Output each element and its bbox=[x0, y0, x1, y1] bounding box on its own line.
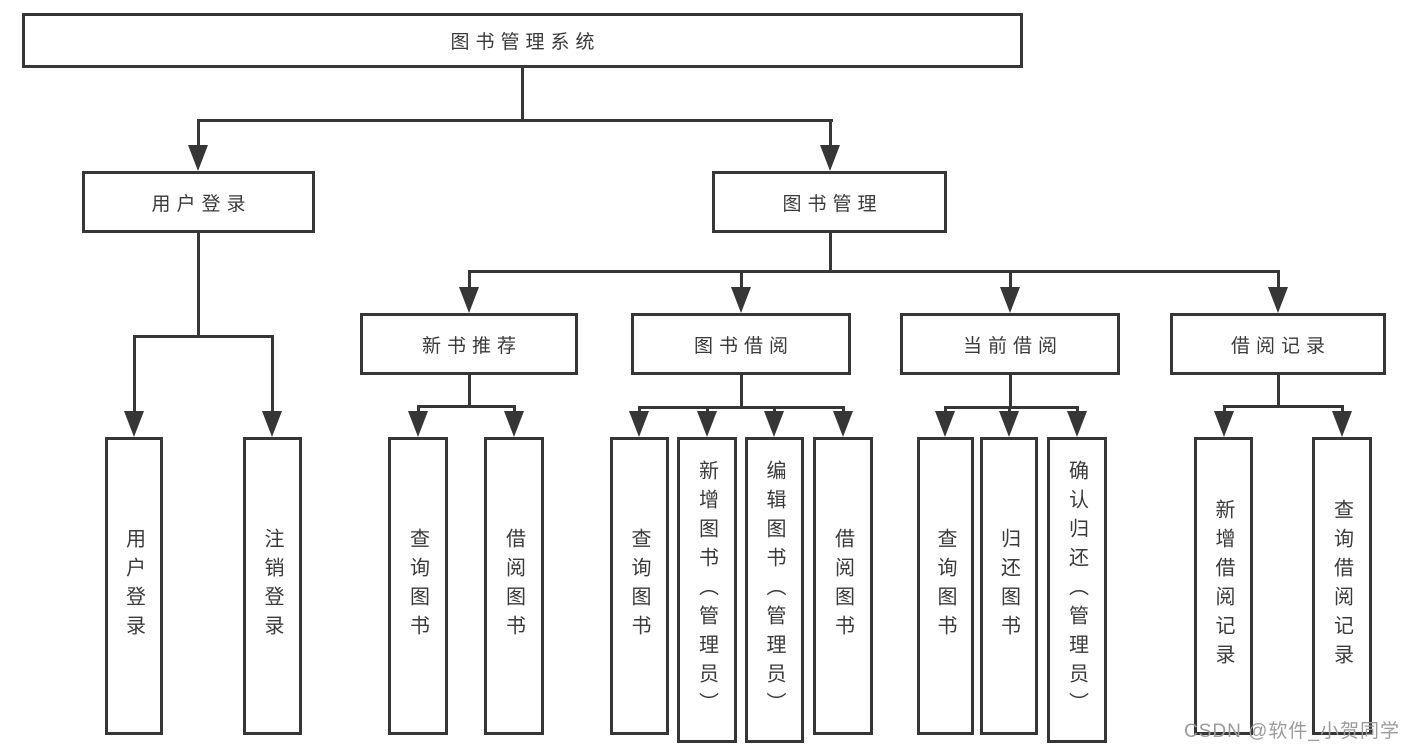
connector-line bbox=[829, 119, 832, 153]
connector-line bbox=[197, 119, 833, 122]
node-borrowing-records: 借阅记录 bbox=[1170, 313, 1386, 375]
node-leaf-edit-books-admin: 编辑图书（管理员） bbox=[745, 437, 804, 743]
node-root: 图书管理系统 bbox=[22, 13, 1023, 68]
leaf-label: 新增图书（管理员） bbox=[695, 459, 718, 721]
arrowhead bbox=[1067, 411, 1087, 437]
connector-line bbox=[1009, 270, 1012, 295]
node-user-login: 用户登录 bbox=[82, 171, 315, 233]
arrowhead bbox=[1000, 287, 1020, 313]
arrowhead bbox=[833, 411, 853, 437]
leaf-label: 新增借阅记录 bbox=[1212, 499, 1234, 673]
node-book-borrowing: 图书借阅 bbox=[631, 313, 851, 375]
arrowhead bbox=[504, 411, 524, 437]
connector-line bbox=[468, 270, 471, 295]
connector-line bbox=[1277, 270, 1280, 295]
connector-line bbox=[521, 68, 524, 120]
node-leaf-borrow-books-1: 借阅图书 bbox=[484, 437, 544, 735]
connector-line bbox=[1223, 405, 1344, 408]
arrowhead bbox=[764, 411, 784, 437]
leaf-label: 借阅图书 bbox=[502, 528, 525, 644]
arrowhead bbox=[262, 411, 282, 437]
node-leaf-logout: 注销登录 bbox=[243, 437, 302, 735]
connector-line bbox=[468, 270, 1280, 273]
node-new-book-recommend: 新书推荐 bbox=[360, 313, 578, 375]
arrowhead bbox=[1214, 411, 1234, 437]
connector-line bbox=[740, 375, 743, 406]
connector-line bbox=[133, 335, 136, 419]
watermark: CSDN @软件_小贺同学 bbox=[1184, 721, 1400, 742]
arrowhead bbox=[999, 411, 1019, 437]
arrowhead bbox=[629, 411, 649, 437]
arrowhead bbox=[820, 145, 840, 171]
leaf-label: 归还图书 bbox=[997, 528, 1020, 644]
leaf-label: 注销登录 bbox=[261, 528, 283, 644]
node-current-borrowing: 当前借阅 bbox=[900, 313, 1120, 375]
arrowhead bbox=[731, 287, 751, 313]
node-leaf-query-books-1: 查询图书 bbox=[388, 437, 448, 735]
arrowhead bbox=[935, 411, 955, 437]
connector-line bbox=[197, 119, 200, 153]
node-leaf-add-borrow-record: 新增借阅记录 bbox=[1194, 437, 1253, 735]
leaf-label: 编辑图书（管理员） bbox=[763, 459, 785, 721]
arrowhead bbox=[188, 145, 208, 171]
arrowhead bbox=[408, 411, 428, 437]
arrowhead bbox=[124, 411, 144, 437]
node-leaf-confirm-return-admin: 确认归还（管理员） bbox=[1047, 437, 1107, 743]
node-leaf-query-borrow-record: 查询借阅记录 bbox=[1312, 437, 1372, 735]
connector-line bbox=[417, 405, 516, 408]
leaf-label: 查询图书 bbox=[406, 528, 429, 644]
leaf-label: 借阅图书 bbox=[831, 528, 854, 644]
connector-line bbox=[197, 233, 200, 335]
leaf-label: 查询借阅记录 bbox=[1330, 499, 1353, 673]
node-leaf-add-books-admin: 新增图书（管理员） bbox=[677, 437, 737, 743]
arrowhead bbox=[1332, 411, 1352, 437]
node-leaf-query-books-2: 查询图书 bbox=[610, 437, 669, 735]
leaf-label: 查询图书 bbox=[934, 528, 956, 644]
node-leaf-query-books-3: 查询图书 bbox=[917, 437, 974, 735]
arrowhead bbox=[1268, 287, 1288, 313]
arrowhead bbox=[697, 411, 717, 437]
leaf-label: 查询图书 bbox=[628, 528, 650, 644]
connector-line bbox=[740, 270, 743, 295]
connector-line bbox=[638, 406, 845, 409]
node-leaf-return-books: 归还图书 bbox=[980, 437, 1038, 735]
connector-line bbox=[133, 335, 274, 338]
connector-line bbox=[271, 335, 274, 419]
node-book-management: 图书管理 bbox=[712, 171, 947, 233]
node-leaf-borrow-books-2: 借阅图书 bbox=[813, 437, 873, 735]
leaf-label: 用户登录 bbox=[122, 528, 145, 644]
leaf-label: 确认归还（管理员） bbox=[1065, 459, 1088, 721]
connector-line bbox=[1009, 375, 1012, 406]
node-leaf-user-login: 用户登录 bbox=[105, 437, 163, 735]
arrowhead bbox=[459, 287, 479, 313]
connector-line bbox=[1277, 375, 1280, 405]
connector-line bbox=[944, 406, 1079, 409]
connector-line bbox=[829, 233, 832, 270]
connector-line bbox=[468, 375, 471, 405]
